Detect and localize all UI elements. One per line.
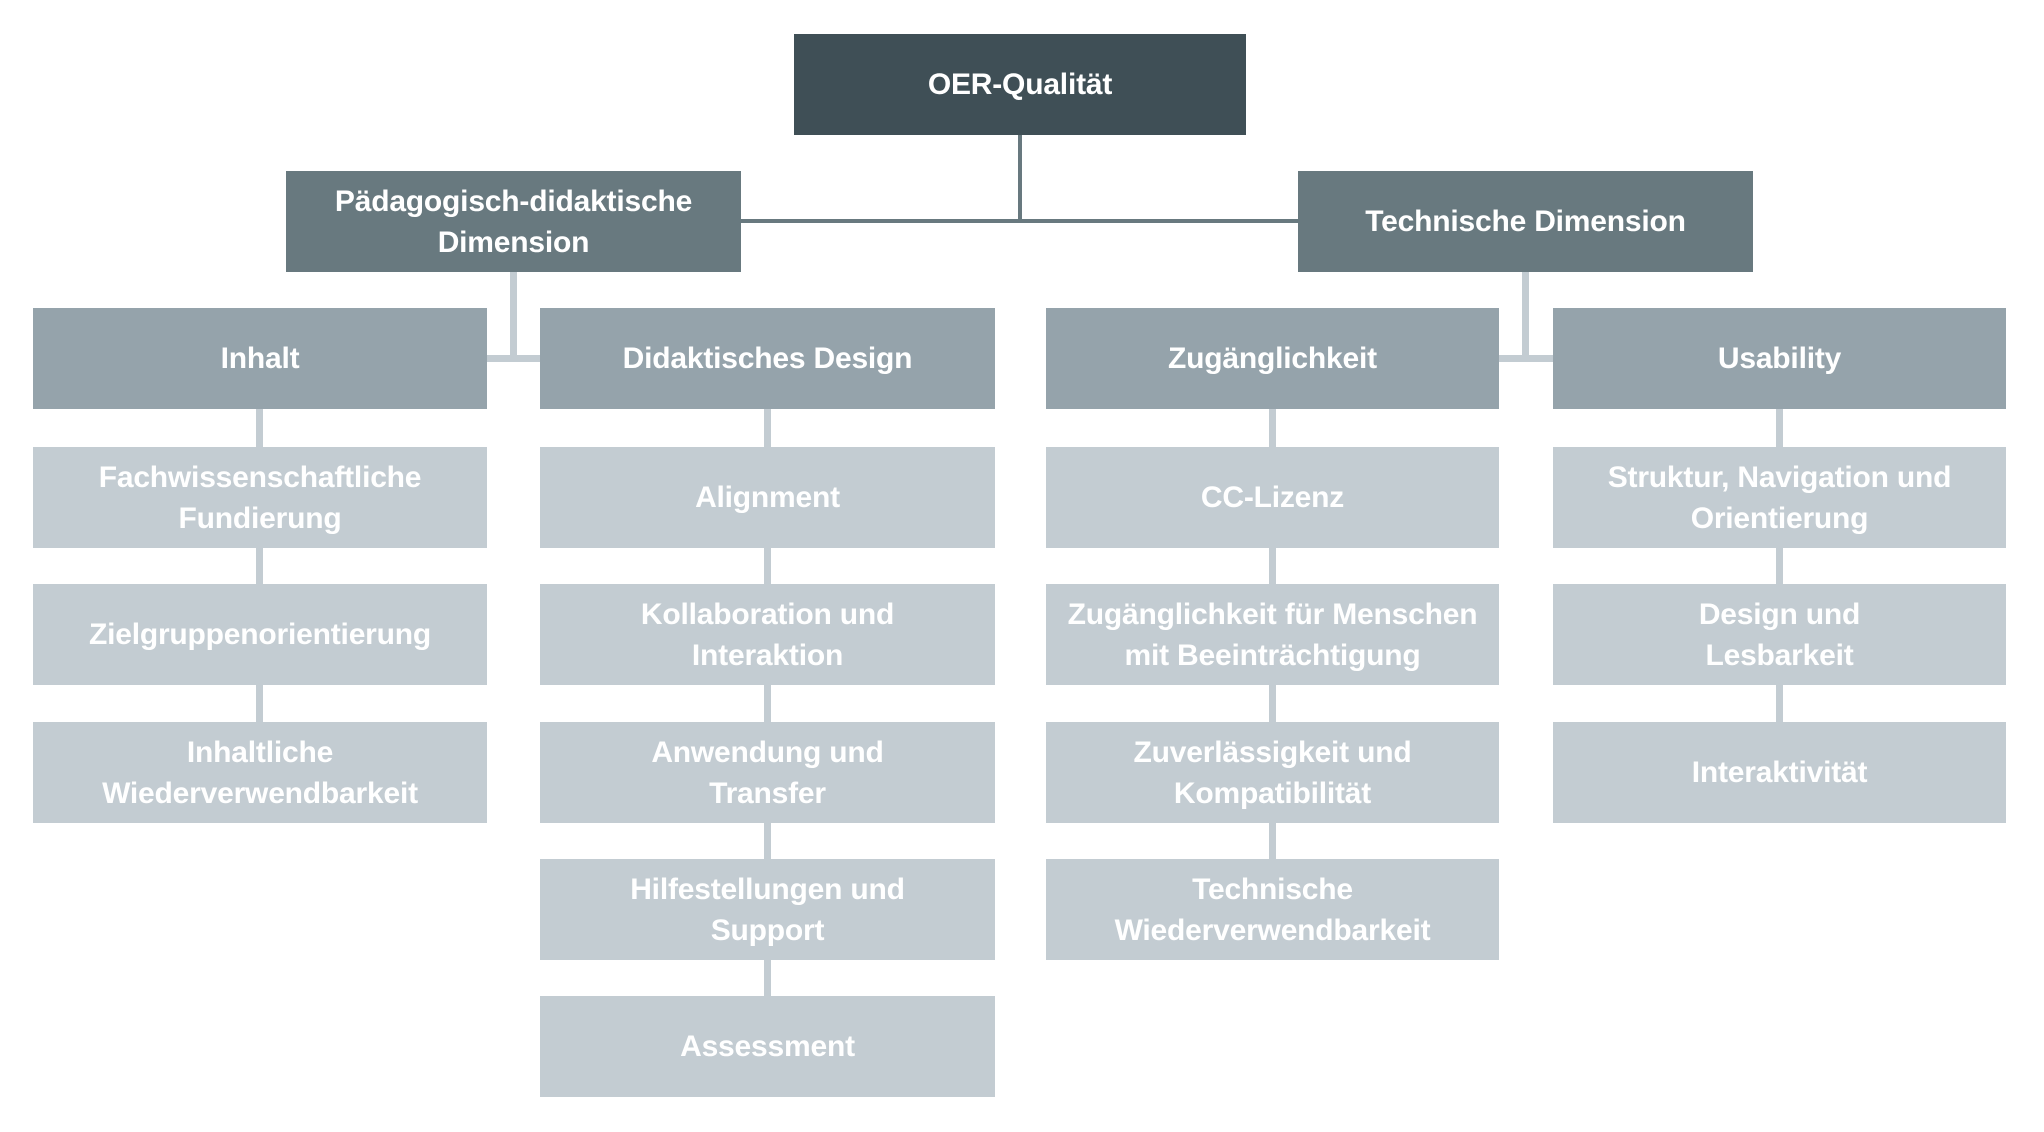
connector-paedagogisch-split xyxy=(487,355,540,362)
node-hilfestellungen-und-support: Hilfestellungen und Support xyxy=(540,859,995,960)
connector-column-usability xyxy=(1776,409,1783,722)
connector-column-inhalt xyxy=(256,409,263,722)
connector-root-vertical xyxy=(1018,135,1022,221)
node-inhaltliche-wiederverwendbarkeit: Inhaltliche Wiederverwendbarkeit xyxy=(33,722,487,823)
node-cc-lizenz: CC-Lizenz xyxy=(1046,447,1499,548)
connector-column-didaktisches-design xyxy=(764,409,771,996)
connector-technische-split xyxy=(1499,355,1553,362)
node-oer-qualitaet: OER-Qualität xyxy=(794,34,1246,135)
connector-paedagogisch-drop xyxy=(510,272,517,358)
node-design-und-lesbarkeit: Design und Lesbarkeit xyxy=(1553,584,2006,685)
node-struktur-navigation-und-orientierung: Struktur, Navigation und Orientierung xyxy=(1553,447,2006,548)
connector-technische-drop xyxy=(1522,272,1529,358)
node-usability: Usability xyxy=(1553,308,2006,409)
node-alignment: Alignment xyxy=(540,447,995,548)
node-inhalt: Inhalt xyxy=(33,308,487,409)
connector-root-horizontal xyxy=(741,219,1298,223)
node-anwendung-und-transfer: Anwendung und Transfer xyxy=(540,722,995,823)
node-kollaboration-und-interaktion: Kollaboration und Interaktion xyxy=(540,584,995,685)
node-zugaenglichkeit: Zugänglichkeit xyxy=(1046,308,1499,409)
node-technische-wiederverwendbarkeit: Technische Wiederverwendbarkeit xyxy=(1046,859,1499,960)
node-paedagogisch-didaktische-dimension: Pädagogisch-didaktische Dimension xyxy=(286,171,741,272)
node-zugaenglichkeit-fuer-menschen-mit-beeintraechtigung: Zugänglichkeit für Menschen mit Beeinträ… xyxy=(1046,584,1499,685)
node-technische-dimension: Technische Dimension xyxy=(1298,171,1753,272)
node-assessment: Assessment xyxy=(540,996,995,1097)
node-interaktivitaet: Interaktivität xyxy=(1553,722,2006,823)
node-didaktisches-design: Didaktisches Design xyxy=(540,308,995,409)
node-zuverlaessigkeit-und-kompatibilitaet: Zuverlässigkeit und Kompatibilität xyxy=(1046,722,1499,823)
node-zielgruppenorientierung: Zielgruppenorientierung xyxy=(33,584,487,685)
node-fachwissenschaftliche-fundierung: Fachwissenschaftliche Fundierung xyxy=(33,447,487,548)
